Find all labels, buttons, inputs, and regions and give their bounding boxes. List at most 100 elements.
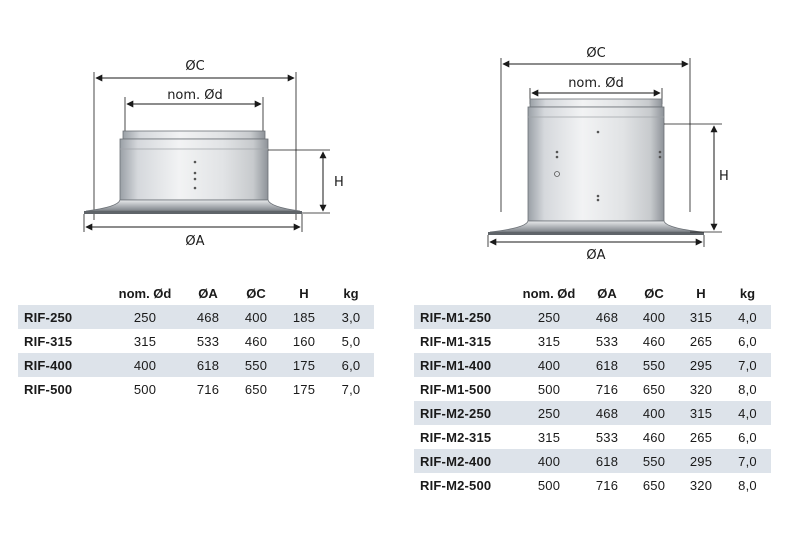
c-cell: 550: [630, 449, 678, 473]
rif-technical-drawing: ØC nom. Ød H ØA: [83, 59, 344, 249]
table-header-row: nom. Ød ØA ØC H kg: [18, 281, 374, 305]
header-model: [414, 281, 514, 305]
nom-d-cell: 315: [537, 429, 561, 445]
c-cell: 460: [642, 429, 666, 445]
h-cell: 265: [689, 429, 713, 445]
table-row: RIF-M1-500 500 716 650 320 8,0: [414, 377, 771, 401]
a-cell: 468: [184, 305, 232, 329]
h-cell: 175: [292, 381, 316, 397]
h-cell: 295: [678, 353, 724, 377]
kg-cell: 6,0: [738, 333, 757, 349]
table-row: RIF-400 400 618 550 175 6,0: [18, 353, 374, 377]
rif-m-technical-drawing: ØC nom. Ød H ØA: [487, 46, 729, 263]
a-cell: 468: [584, 305, 630, 329]
a-cell: 533: [196, 333, 220, 349]
c-cell: 460: [642, 333, 666, 349]
a-cell: 533: [595, 333, 619, 349]
dim-a-label: ØA: [586, 248, 605, 263]
spigot-bead: [529, 98, 663, 108]
model-cell: RIF-M2-250: [414, 401, 514, 425]
dim-a-label: ØA: [185, 234, 204, 249]
kg-cell: 4,0: [724, 305, 771, 329]
rivet: [555, 155, 559, 159]
c-cell: 400: [630, 305, 678, 329]
table-row: RIF-315 315 533 460 160 5,0: [18, 329, 374, 353]
header-nom-d: nom. Ød: [118, 285, 172, 301]
header-a: ØA: [198, 285, 218, 301]
flange-plate: [85, 199, 301, 212]
rivet: [193, 186, 197, 190]
dim-d-label: nom. Ød: [167, 88, 223, 103]
a-cell: 716: [595, 381, 619, 397]
header-nom-d: nom. Ød: [522, 285, 576, 301]
model-cell: RIF-M1-250: [414, 305, 514, 329]
model-cell: RIF-M1-400: [414, 353, 514, 377]
rivet: [596, 198, 600, 202]
kg-cell: 6,0: [738, 429, 757, 445]
h-cell: 320: [689, 477, 713, 493]
h-cell: 295: [678, 449, 724, 473]
kg-cell: 6,0: [328, 353, 374, 377]
model-cell: RIF-315: [24, 333, 73, 349]
model-cell: RIF-M2-500: [420, 477, 492, 493]
h-cell: 160: [292, 333, 316, 349]
a-cell: 716: [595, 477, 619, 493]
kg-cell: 7,0: [724, 449, 771, 473]
table-row: RIF-M1-315 315 533 460 265 6,0: [414, 329, 771, 353]
c-cell: 650: [244, 381, 268, 397]
dim-h-label: H: [719, 169, 729, 184]
kg-cell: 8,0: [738, 477, 757, 493]
header-c: ØC: [644, 285, 664, 301]
rivet: [596, 194, 600, 198]
rif-spec-table: nom. Ød ØA ØC H kg RIF-250 250 468 400 1…: [18, 281, 374, 401]
a-cell: 618: [584, 353, 630, 377]
nom-d-cell: 500: [133, 381, 157, 397]
model-cell: RIF-M1-500: [420, 381, 492, 397]
header-model: [18, 281, 106, 305]
table-row: RIF-250 250 468 400 185 3,0: [18, 305, 374, 329]
nom-d-cell: 500: [537, 381, 561, 397]
h-cell: 185: [280, 305, 328, 329]
c-cell: 400: [630, 401, 678, 425]
a-cell: 468: [584, 401, 630, 425]
nom-d-cell: 400: [514, 353, 584, 377]
c-cell: 400: [232, 305, 280, 329]
kg-cell: 7,0: [341, 381, 361, 397]
kg-cell: 7,0: [724, 353, 771, 377]
header-a: ØA: [597, 285, 617, 301]
header-c: ØC: [246, 285, 266, 301]
a-cell: 533: [595, 429, 619, 445]
spigot-body: [527, 106, 665, 222]
rivet: [658, 155, 662, 159]
header-kg: kg: [739, 285, 756, 301]
rivet: [193, 160, 197, 164]
rivet: [658, 150, 662, 154]
rivet: [555, 150, 559, 154]
model-cell: RIF-500: [24, 381, 73, 397]
dim-c-label: ØC: [185, 59, 204, 74]
c-cell: 550: [630, 353, 678, 377]
flange-edge: [488, 232, 704, 235]
model-cell: RIF-M1-315: [420, 333, 492, 349]
h-cell: 315: [678, 401, 724, 425]
h-cell: 320: [689, 381, 713, 397]
c-cell: 460: [244, 333, 268, 349]
nom-d-cell: 250: [514, 401, 584, 425]
nom-d-cell: 250: [106, 305, 184, 329]
nom-d-cell: 315: [133, 333, 157, 349]
spigot-bead: [122, 130, 266, 140]
rivet: [596, 130, 600, 134]
nom-d-cell: 400: [106, 353, 184, 377]
nom-d-cell: 500: [537, 477, 561, 493]
header-h: H: [299, 285, 309, 301]
table-row: RIF-M2-500 500 716 650 320 8,0: [414, 473, 771, 497]
kg-cell: 8,0: [738, 381, 757, 397]
model-cell: RIF-M2-315: [420, 429, 492, 445]
h-cell: 315: [678, 305, 724, 329]
a-cell: 716: [196, 381, 220, 397]
h-cell: 265: [689, 333, 713, 349]
table-row: RIF-500 500 716 650 175 7,0: [18, 377, 374, 401]
h-cell: 175: [280, 353, 328, 377]
nom-d-cell: 315: [537, 333, 561, 349]
header-kg: kg: [343, 285, 359, 301]
